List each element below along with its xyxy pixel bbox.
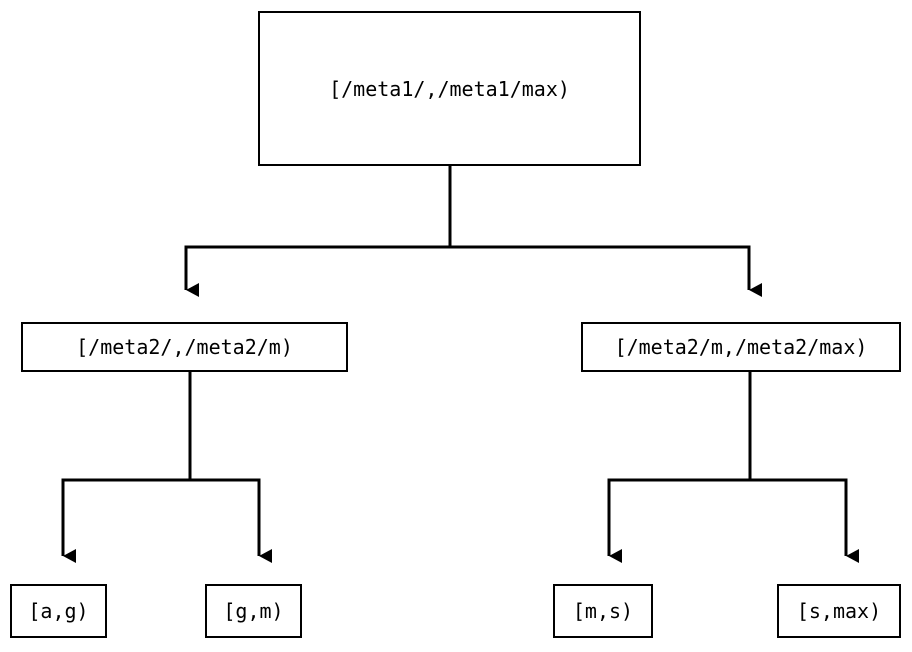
node-leaf-1-label: [a,g) bbox=[28, 599, 89, 623]
node-root-label: [/meta1/,/meta1/max) bbox=[329, 76, 570, 101]
edge-mid-right-to-leaf-3 bbox=[607, 372, 752, 563]
node-leaf-4[interactable]: [s,max) bbox=[777, 584, 901, 638]
node-leaf-4-label: [s,max) bbox=[796, 599, 882, 623]
edge-root-to-mid-left bbox=[184, 166, 452, 297]
edge-mid-left-to-leaf-2 bbox=[188, 372, 272, 563]
edge-mid-right-to-leaf-4 bbox=[748, 372, 859, 563]
node-mid-left[interactable]: [/meta2/,/meta2/m) bbox=[21, 322, 348, 372]
node-leaf-1[interactable]: [a,g) bbox=[10, 584, 107, 638]
edge-root-to-mid-right bbox=[448, 166, 762, 297]
node-mid-right-label: [/meta2/m,/meta2/max) bbox=[614, 335, 868, 359]
node-mid-right[interactable]: [/meta2/m,/meta2/max) bbox=[581, 322, 901, 372]
node-leaf-2[interactable]: [g,m) bbox=[205, 584, 302, 638]
edge-mid-left-to-leaf-1 bbox=[61, 372, 192, 563]
node-leaf-3-label: [m,s) bbox=[572, 599, 634, 623]
node-leaf-3[interactable]: [m,s) bbox=[553, 584, 653, 638]
node-root[interactable]: [/meta1/,/meta1/max) bbox=[258, 11, 641, 166]
node-mid-left-label: [/meta2/,/meta2/m) bbox=[76, 335, 293, 359]
node-leaf-2-label: [g,m) bbox=[223, 599, 284, 623]
